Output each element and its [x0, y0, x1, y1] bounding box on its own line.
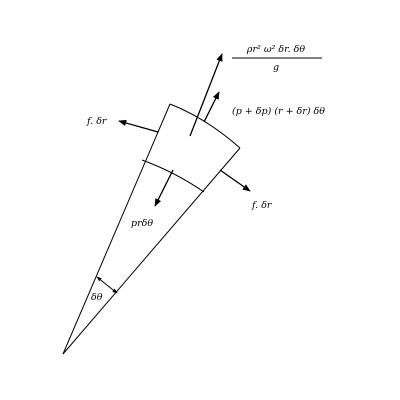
- angle-arc: [96, 276, 118, 294]
- centrifugal-force-numerator: ρr² ω² δr. δθ: [246, 44, 306, 55]
- inner-pressure-force-label: prδθ: [131, 218, 153, 229]
- left-shear-arrow: [118, 119, 159, 133]
- right-shear-force-label: f. δr: [251, 200, 273, 211]
- sector-right-edge: [62, 147, 241, 355]
- outer-pressure-arrow: [203, 91, 220, 123]
- inner-pressure-arrow: [154, 169, 174, 207]
- centrifugal-force-arrow: [189, 53, 223, 137]
- element-inner-arc: [141, 159, 205, 193]
- centrifugal-force-denominator: g: [273, 62, 279, 73]
- sector-left-edge: [62, 103, 171, 355]
- right-shear-arrow: [219, 169, 251, 192]
- element-outer-arc: [169, 103, 241, 149]
- angle-label: δθ: [91, 292, 103, 303]
- outer-pressure-force-label: (p + δp) (r + δr) δθ: [232, 106, 325, 117]
- left-shear-force-label: f. δr: [86, 116, 108, 127]
